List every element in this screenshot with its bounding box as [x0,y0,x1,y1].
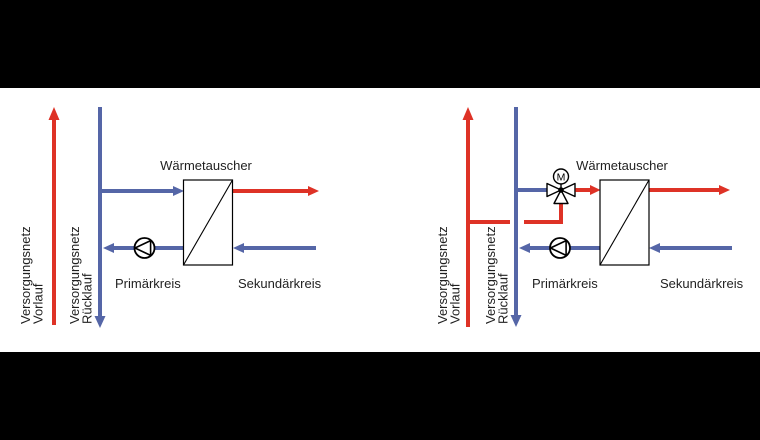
supply-return-label-line1: Versorgungsnetz [483,226,498,324]
up-arrow-icon [462,107,474,120]
flow-branch-pipe-to-valve [524,202,563,224]
right-arrow-icon [173,186,184,196]
heat-exchanger-label: Wärmetauscher [160,158,252,173]
left-arrow-icon [103,243,114,253]
left-arrow-icon [519,243,530,253]
supply-flow-label-line1: Versorgungsnetz [435,226,450,324]
right-arrow-icon [590,185,601,195]
pump-icon [133,237,156,259]
supply-return-label-line2: Rücklauf [496,273,511,324]
heat-exchanger-diagonal [183,179,233,266]
supply-return-label-line2: Rücklauf [80,273,95,324]
heat-exchanger-icon [182,179,234,266]
secondary-circuit-label: Sekundärkreis [660,276,744,291]
diagram-right-heat-exchanger-with-mixing-valve: M [435,107,744,327]
supply-flow-label-line2: Vorlauf [448,283,463,324]
secondary-circuit-label: Sekundärkreis [238,276,322,291]
diagram-left-heat-exchanger-circuit: Wärmetauscher Primärkreis Sekundärkreis … [18,107,322,328]
pump-triangle [549,239,567,257]
heat-exchanger-label: Wärmetauscher [576,158,668,173]
bottom-letterbox-bar [0,352,760,440]
top-letterbox-bar [0,0,760,88]
pump-icon [549,237,571,259]
up-arrow-icon [48,107,60,120]
valve-left-triangle [546,182,562,198]
valve-center-dot [558,187,564,193]
primary-circuit-label: Primärkreis [532,276,598,291]
mixing-valve-icon: M [546,168,576,205]
down-arrow-icon [94,316,106,328]
supply-return-label-line1: Versorgungsnetz [67,226,82,324]
right-arrow-icon [308,186,319,196]
valve-motor-label: M [557,172,566,184]
supply-flow-label-line2: Vorlauf [31,283,46,324]
supply-flow-label-line1: Versorgungsnetz [18,226,33,324]
valve-right-triangle [560,182,576,198]
heat-exchanger-icon [599,179,650,266]
valve-bottom-triangle [553,189,569,205]
pump-triangle [134,239,152,257]
left-arrow-icon [649,243,660,253]
down-arrow-icon [510,315,522,327]
primary-circuit-label: Primärkreis [115,276,181,291]
left-arrow-icon [233,243,244,253]
right-arrow-icon [719,185,730,195]
heat-exchanger-diagonal [599,179,650,266]
schematic-svg: Wärmetauscher Primärkreis Sekundärkreis … [18,107,744,328]
diagram-area: Wärmetauscher Primärkreis Sekundärkreis … [0,88,760,352]
